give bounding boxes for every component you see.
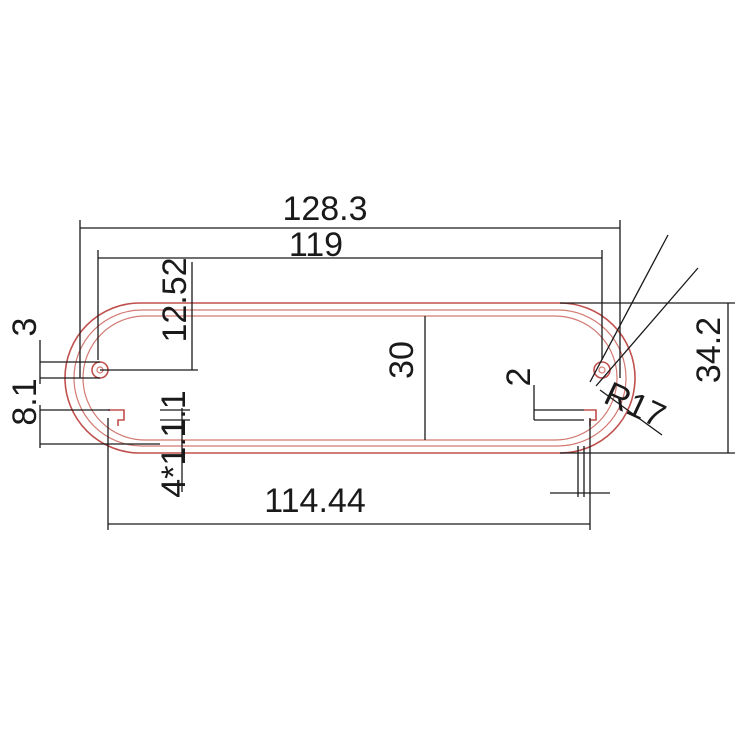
dim-inner-width: 119 xyxy=(97,226,603,360)
label-slot-offset: 12.52 xyxy=(156,257,194,342)
label-outer-height: 34.2 xyxy=(690,317,728,383)
dim-outer-height: 34.2 xyxy=(560,302,735,454)
dim-radius: R17 xyxy=(589,234,699,436)
label-holes: 4*1.1 xyxy=(155,418,193,497)
profile-outline xyxy=(64,302,636,454)
left-slot xyxy=(108,409,125,426)
dim-left-8-1: 8.1 xyxy=(6,378,160,448)
dim-bottom-width: 114.44 xyxy=(107,418,591,530)
label-left-3: 3 xyxy=(6,318,44,337)
right-screw-hole xyxy=(598,366,606,374)
label-inner-height: 30 xyxy=(383,341,421,379)
label-left-8-1: 8.1 xyxy=(6,378,44,425)
label-overall-width: 128.3 xyxy=(282,190,367,228)
dim-wall-bottom xyxy=(550,446,610,497)
label-slot-1-1: 1.1 xyxy=(155,390,193,437)
label-inner-width: 119 xyxy=(289,226,343,264)
label-radius: R17 xyxy=(599,375,672,436)
label-bottom-width: 114.44 xyxy=(264,482,365,520)
dim-slot-1-1: 1.1 4*1.1 xyxy=(155,390,193,497)
label-wall-right: 2 xyxy=(500,368,538,387)
dim-wall-right: 2 xyxy=(500,368,584,421)
dim-slot-offset: 12.52 xyxy=(100,257,198,371)
dim-inner-height: 30 xyxy=(383,316,426,440)
dim-overall-width: 128.3 xyxy=(79,190,621,378)
dim-left-3: 3 xyxy=(6,318,100,384)
